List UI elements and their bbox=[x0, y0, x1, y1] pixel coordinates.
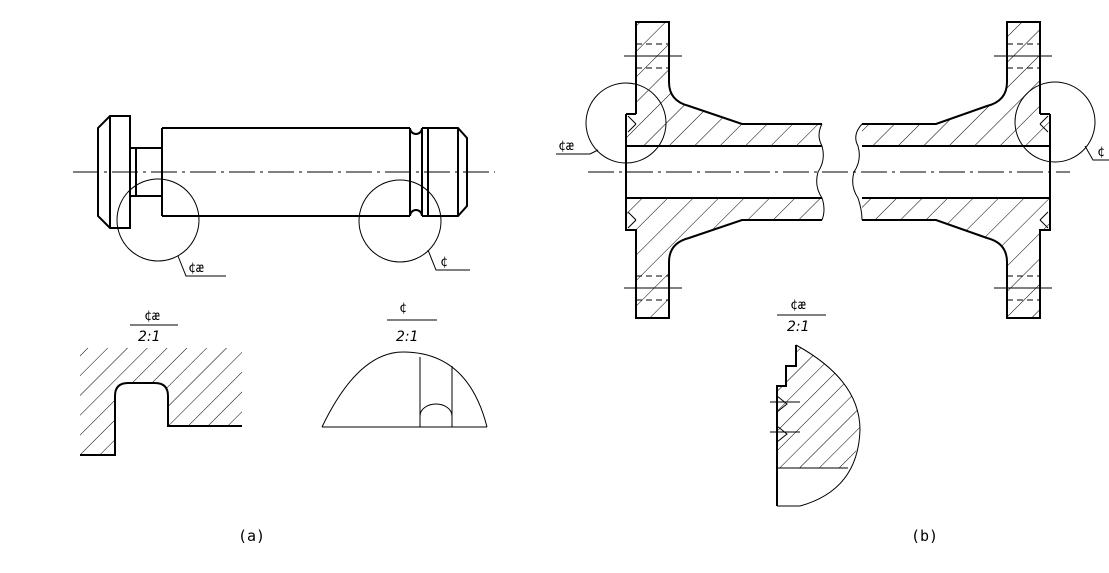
detail-label-1: ¢æ bbox=[144, 309, 160, 324]
callout-label-1: ¢æ bbox=[188, 261, 204, 276]
detail-scale-2: 2:1 bbox=[396, 329, 419, 345]
detail-view-b: ¢æ 2:1 bbox=[770, 298, 861, 507]
panel-a: ¢æ ¢ ¢æ 2:1 ¢ 2:1 (a) bbox=[73, 115, 495, 545]
caption-b: (b) bbox=[911, 527, 938, 545]
callout-label-2: ¢ bbox=[440, 255, 448, 270]
detail-label-2: ¢ bbox=[399, 301, 407, 316]
detail-view-1: ¢æ 2:1 bbox=[80, 309, 242, 456]
flange-left: ¢æ bbox=[556, 21, 825, 319]
callout-label-b1: ¢æ bbox=[558, 139, 574, 154]
callout-label-b2: ¢ bbox=[1097, 145, 1105, 160]
detail-scale-1: 2:1 bbox=[138, 329, 161, 345]
detail-view-2: ¢ 2:1 bbox=[321, 301, 488, 428]
detail-scale-b: 2:1 bbox=[787, 319, 810, 335]
panel-b: ¢æ ¢ bbox=[556, 21, 1109, 545]
flange-right: ¢ bbox=[852, 21, 1109, 319]
detail-label-b: ¢æ bbox=[790, 298, 806, 313]
caption-a: (a) bbox=[238, 527, 265, 545]
shaft-view: ¢æ ¢ bbox=[73, 115, 495, 277]
